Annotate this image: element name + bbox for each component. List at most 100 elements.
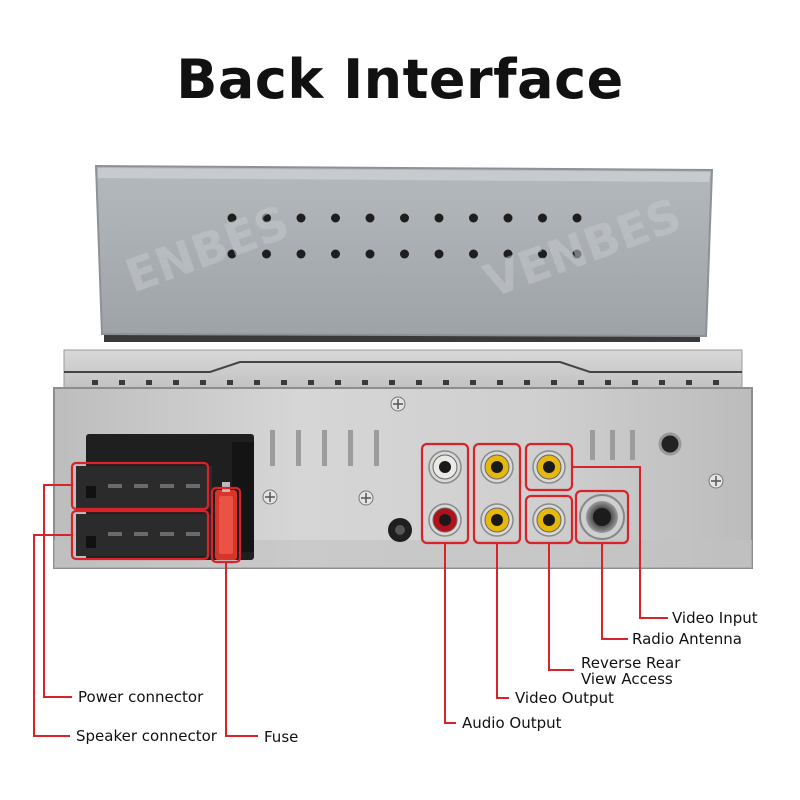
vent-hole xyxy=(365,249,375,259)
leader-audio xyxy=(444,543,456,724)
label-audio-output: Audio Output xyxy=(462,714,562,732)
label-video-output: Video Output xyxy=(515,689,614,707)
rail-hole xyxy=(173,380,179,385)
rca-jack-center xyxy=(491,461,503,473)
vent-hole xyxy=(538,249,547,259)
rail-hole xyxy=(308,380,314,385)
vent-hole xyxy=(434,249,444,259)
connector-pin xyxy=(134,532,148,536)
rail-hole xyxy=(362,380,368,385)
rail-hole xyxy=(254,380,260,385)
rca-jack-center xyxy=(543,461,555,473)
vent-hole xyxy=(262,213,271,223)
rail-hole xyxy=(443,380,449,385)
label-radio-antenna: Radio Antenna xyxy=(632,630,743,648)
rca-jack-center xyxy=(439,461,451,473)
label-fuse: Fuse xyxy=(264,728,299,746)
vent-hole xyxy=(227,213,237,223)
fuse xyxy=(215,482,237,560)
connector-pin xyxy=(186,484,200,488)
label-reverse-rear: Reverse Rear xyxy=(581,654,681,672)
label-speaker-connector: Speaker connector xyxy=(76,727,217,745)
vent-hole xyxy=(400,249,409,259)
rca-jack xyxy=(428,503,462,537)
leader-video-input xyxy=(572,466,668,619)
vent-hole xyxy=(469,213,478,223)
vent-hole xyxy=(503,249,513,259)
vent-slots xyxy=(270,430,635,466)
vent-hole xyxy=(434,213,444,223)
screw xyxy=(390,396,406,412)
rail-hole xyxy=(335,380,341,385)
rail-hole xyxy=(632,380,638,385)
rail-hole xyxy=(227,380,233,385)
aux-jack xyxy=(388,518,412,542)
rail-hole xyxy=(551,380,557,385)
vent-hole xyxy=(365,213,375,223)
rail-hole xyxy=(605,380,611,385)
connector-pin xyxy=(160,484,174,488)
rca-jack-center xyxy=(491,514,503,526)
rca-jack xyxy=(480,503,514,537)
rail-hole xyxy=(389,380,395,385)
label-view-access: View Access xyxy=(581,670,673,688)
vent-hole xyxy=(331,213,340,223)
callout-lines xyxy=(33,466,668,737)
connector-pin xyxy=(108,484,122,488)
screw xyxy=(262,489,278,505)
rail-hole xyxy=(281,380,287,385)
rail-hole xyxy=(524,380,530,385)
rail-hole xyxy=(659,380,665,385)
rail-hole xyxy=(713,380,719,385)
vent-hole xyxy=(331,249,340,259)
mount-hole xyxy=(658,432,682,456)
vent-hole xyxy=(469,249,478,259)
leader-power xyxy=(43,484,72,698)
rail-hole xyxy=(686,380,692,385)
connector-pin xyxy=(186,532,200,536)
chassis-top-rail xyxy=(63,349,743,393)
rail-hole xyxy=(146,380,152,385)
rail-hole xyxy=(92,380,98,385)
vent-hole xyxy=(538,213,547,223)
rail-hole xyxy=(497,380,503,385)
vent-hole xyxy=(572,213,582,223)
connector-pin xyxy=(134,484,148,488)
rca-jack-center xyxy=(439,514,451,526)
page-title: Back Interface xyxy=(176,48,624,111)
vent-hole xyxy=(227,249,237,259)
leader-antenna xyxy=(601,543,628,640)
radio-antenna-socket xyxy=(579,494,625,540)
vent-hole xyxy=(400,213,409,223)
leader-reverse xyxy=(548,543,574,671)
vent-hole xyxy=(296,213,306,223)
vent-hole xyxy=(296,249,306,259)
connector-pin xyxy=(108,532,122,536)
label-video-input: Video Input xyxy=(672,609,758,627)
rail-hole xyxy=(470,380,476,385)
rca-jack-center xyxy=(543,514,555,526)
screen-cover: ENBES VENBES xyxy=(94,164,714,342)
screw xyxy=(708,473,724,489)
rail-holes xyxy=(92,380,719,385)
rail-hole xyxy=(119,380,125,385)
leader-fuse xyxy=(225,562,258,737)
rail-hole xyxy=(200,380,206,385)
rca-jacks xyxy=(428,450,566,537)
rail-hole xyxy=(578,380,584,385)
rca-jack xyxy=(480,450,514,484)
cover-vent-holes xyxy=(227,213,582,259)
connector-pins xyxy=(108,484,200,536)
leader-video-output xyxy=(496,543,509,699)
rca-jack xyxy=(532,450,566,484)
screw xyxy=(358,490,374,506)
leader-speaker xyxy=(33,534,72,737)
connector-pin xyxy=(160,532,174,536)
label-power-connector: Power connector xyxy=(78,688,204,706)
vent-hole xyxy=(262,249,271,259)
rail-hole xyxy=(416,380,422,385)
rca-jack xyxy=(532,503,566,537)
vent-hole xyxy=(572,249,582,259)
vent-hole xyxy=(503,213,513,223)
